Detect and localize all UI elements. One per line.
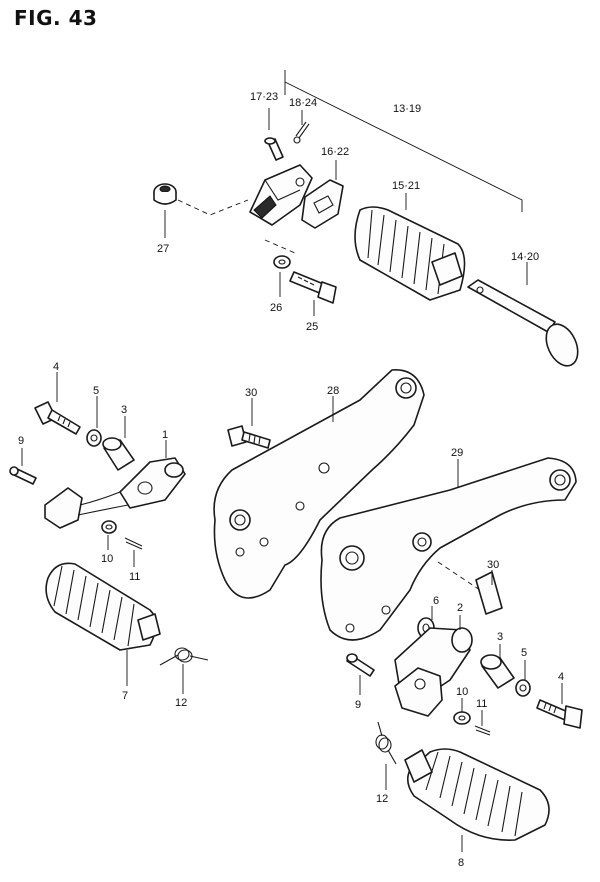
callout-8: 8	[458, 857, 464, 869]
callout-5-left: 5	[93, 385, 99, 397]
part-11-cotter-right	[474, 725, 491, 736]
part-9-pin-left	[9, 466, 37, 485]
callout-5-right: 5	[521, 647, 527, 659]
part-26-washer	[273, 255, 291, 269]
part-3-collar-right	[480, 654, 515, 689]
callout-9-left: 9	[18, 435, 24, 447]
callout-28: 28	[327, 385, 339, 397]
part-12-spring-left	[159, 647, 209, 666]
callout-14-20: 14·20	[511, 251, 539, 263]
part-25-bolt	[289, 271, 337, 304]
part-27-nut	[153, 183, 177, 205]
callout-27: 27	[157, 243, 169, 255]
callout-13-19: 13·19	[393, 103, 421, 115]
callout-3-left: 3	[121, 404, 127, 416]
figure-title: FIG. 43	[14, 6, 98, 30]
part-3-collar-left	[102, 437, 135, 471]
part-28-footrest-bracket	[213, 369, 425, 599]
callout-30-lower: 30	[487, 559, 499, 571]
part-1-footrest-holder	[44, 457, 186, 529]
part-7-footrest-rubber	[45, 562, 161, 651]
callout-6: 6	[433, 595, 439, 607]
callout-30-upper: 30	[245, 387, 257, 399]
callout-18-24: 18·24	[289, 97, 317, 109]
part-30-bolt-upper	[227, 425, 271, 449]
callout-16-22: 16·22	[321, 146, 349, 158]
callout-10-right: 10	[456, 686, 468, 698]
part-9-pin-right	[346, 653, 375, 677]
callout-15-21: 15·21	[392, 180, 420, 192]
callout-4-right: 4	[558, 671, 564, 683]
callout-29: 29	[451, 447, 463, 459]
part-footrest-holder	[249, 164, 313, 226]
callout-1: 1	[162, 429, 168, 441]
part-30-bolt-lower	[437, 561, 503, 615]
part-5-washer-right	[515, 679, 531, 697]
part-10-washer-right	[453, 711, 471, 725]
part-4-bolt-left	[34, 401, 81, 435]
callout-9-right: 9	[355, 699, 361, 711]
part-5-washer-left	[86, 429, 102, 447]
part-16-22-plate	[301, 179, 344, 229]
callout-12-left: 12	[175, 697, 187, 709]
part-10-washer-left	[101, 520, 117, 534]
callout-2: 2	[457, 602, 463, 614]
part-11-cotter-left	[124, 537, 143, 550]
callout-3-right: 3	[497, 631, 503, 643]
group-bracket-line	[284, 70, 523, 212]
part-15-21-footrest-rubber	[354, 206, 466, 301]
callout-7: 7	[122, 690, 128, 702]
callout-12-right: 12	[376, 793, 388, 805]
part-17-23-pin	[264, 137, 284, 161]
callout-26: 26	[270, 302, 282, 314]
callout-11-right: 11	[476, 698, 487, 710]
part-2-footrest-holder	[394, 627, 473, 717]
callout-25: 25	[306, 321, 318, 333]
callout-10-left: 10	[101, 553, 113, 565]
part-12-spring-right	[375, 721, 397, 765]
part-4-bolt-right	[536, 699, 583, 729]
part-29-footrest-bracket	[320, 457, 577, 641]
callout-4-left: 4	[53, 361, 59, 373]
callout-11-left: 11	[129, 571, 140, 583]
callout-17-23: 17·23	[250, 91, 278, 103]
part-8-footrest-rubber	[404, 748, 550, 841]
part-18-24-cotter-pin	[293, 121, 310, 144]
part-14-20-shaft	[467, 279, 579, 367]
